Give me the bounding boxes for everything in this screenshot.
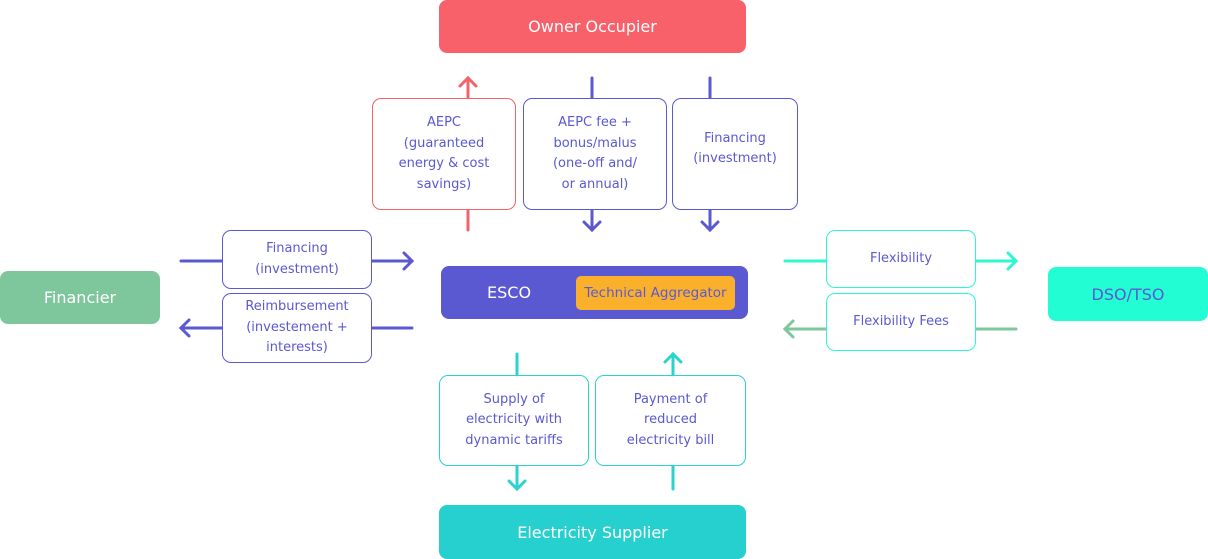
- financier-node: Financier: [0, 271, 160, 324]
- flow-reimbursement-label: Reimbursement (investement + interests): [245, 299, 349, 356]
- owner-occupier-node: Owner Occupier: [439, 0, 746, 53]
- arrow-payment-up: [663, 351, 683, 491]
- esco-node: ESCO Technical Aggregator: [441, 266, 748, 319]
- flow-financing-financier-label: Financing (investment): [255, 241, 339, 277]
- flow-flexibility: Flexibility: [826, 230, 976, 288]
- technical-aggregator-label: Technical Aggregator: [584, 285, 727, 301]
- flow-financing-owner-label: Financing (investment): [693, 130, 777, 167]
- flow-reimbursement: Reimbursement (investement + interests): [222, 293, 372, 363]
- flow-aepc-fee-label: AEPC fee + bonus/malus (one-off and/ or …: [552, 115, 638, 192]
- flow-flexibility-fees-label: Flexibility Fees: [853, 313, 949, 329]
- flow-financing-financier: Financing (investment): [222, 230, 372, 289]
- flow-aepc-label: AEPC (guaranteed energy & cost savings): [398, 115, 490, 192]
- arrow-aepc-up: [458, 75, 478, 232]
- arrow-supply-down: [507, 352, 527, 492]
- financier-label: Financier: [43, 288, 117, 307]
- flow-payment-label: Payment of reduced electricity bill: [626, 391, 715, 448]
- esco-label: ESCO: [487, 283, 532, 302]
- flow-supply: Supply of electricity with dynamic tarif…: [439, 375, 589, 466]
- owner-occupier-label: Owner Occupier: [528, 17, 657, 36]
- arrow-aepc-fee-down: [582, 76, 602, 233]
- flow-payment: Payment of reduced electricity bill: [595, 375, 746, 466]
- arrow-financing-owner-down: [700, 76, 720, 233]
- arrow-flexibility-right: [783, 251, 1019, 271]
- flow-financing-owner: Financing (investment): [672, 98, 798, 210]
- flow-flexibility-fees: Flexibility Fees: [826, 293, 976, 351]
- arrow-financing-right: [179, 251, 415, 271]
- dso-tso-label: DSO/TSO: [1091, 284, 1165, 304]
- electricity-supplier-node: Electricity Supplier: [439, 505, 746, 559]
- flow-aepc-fee: AEPC fee + bonus/malus (one-off and/ or …: [523, 98, 667, 210]
- flow-aepc: AEPC (guaranteed energy & cost savings): [372, 98, 516, 210]
- flow-supply-label: Supply of electricity with dynamic tarif…: [465, 391, 563, 448]
- technical-aggregator-badge: Technical Aggregator: [576, 276, 735, 310]
- arrow-flexibility-fees-left: [782, 319, 1018, 339]
- electricity-supplier-label: Electricity Supplier: [517, 522, 668, 542]
- arrow-reimbursement-left: [178, 318, 414, 338]
- flow-flexibility-label: Flexibility: [869, 250, 933, 266]
- dso-tso-node: DSO/TSO: [1048, 267, 1208, 321]
